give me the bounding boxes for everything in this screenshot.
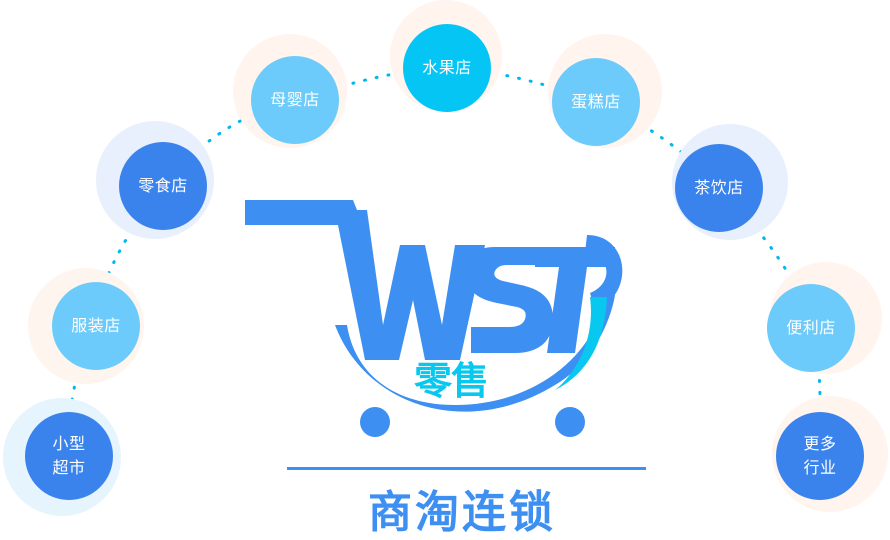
store-label: 母婴店 — [270, 90, 320, 109]
store-node-lingshi[interactable]: 零食店 — [119, 142, 207, 230]
store-label: 零食店 — [138, 176, 188, 195]
store-node-xiaoxing-chaoshi[interactable]: 小型 超市 — [25, 412, 113, 500]
store-node-bianli[interactable]: 便利店 — [767, 284, 855, 372]
store-label: 更多 行业 — [803, 434, 837, 477]
store-node-gengduo[interactable]: 更多 行业 — [776, 412, 864, 500]
store-label: 蛋糕店 — [571, 92, 621, 111]
store-node-muying[interactable]: 母婴店 — [251, 56, 339, 144]
store-label: 水果店 — [422, 58, 472, 77]
store-node-shuiguo[interactable]: 水果店 — [403, 24, 491, 112]
wst-cart-logo-icon — [245, 200, 623, 437]
brand-subtitle: 商淘连锁 — [368, 487, 556, 538]
logo-cn-text: 零售 — [414, 359, 489, 403]
store-node-fuzhuang[interactable]: 服装店 — [52, 282, 140, 370]
store-label: 小型 超市 — [52, 434, 86, 477]
store-node-chayin[interactable]: 茶饮店 — [675, 144, 763, 232]
store-label: 服装店 — [71, 316, 121, 335]
store-node-dangao[interactable]: 蛋糕店 — [552, 58, 640, 146]
store-label: 便利店 — [786, 318, 836, 337]
logo-divider — [287, 467, 646, 470]
store-label: 茶饮店 — [694, 178, 744, 197]
